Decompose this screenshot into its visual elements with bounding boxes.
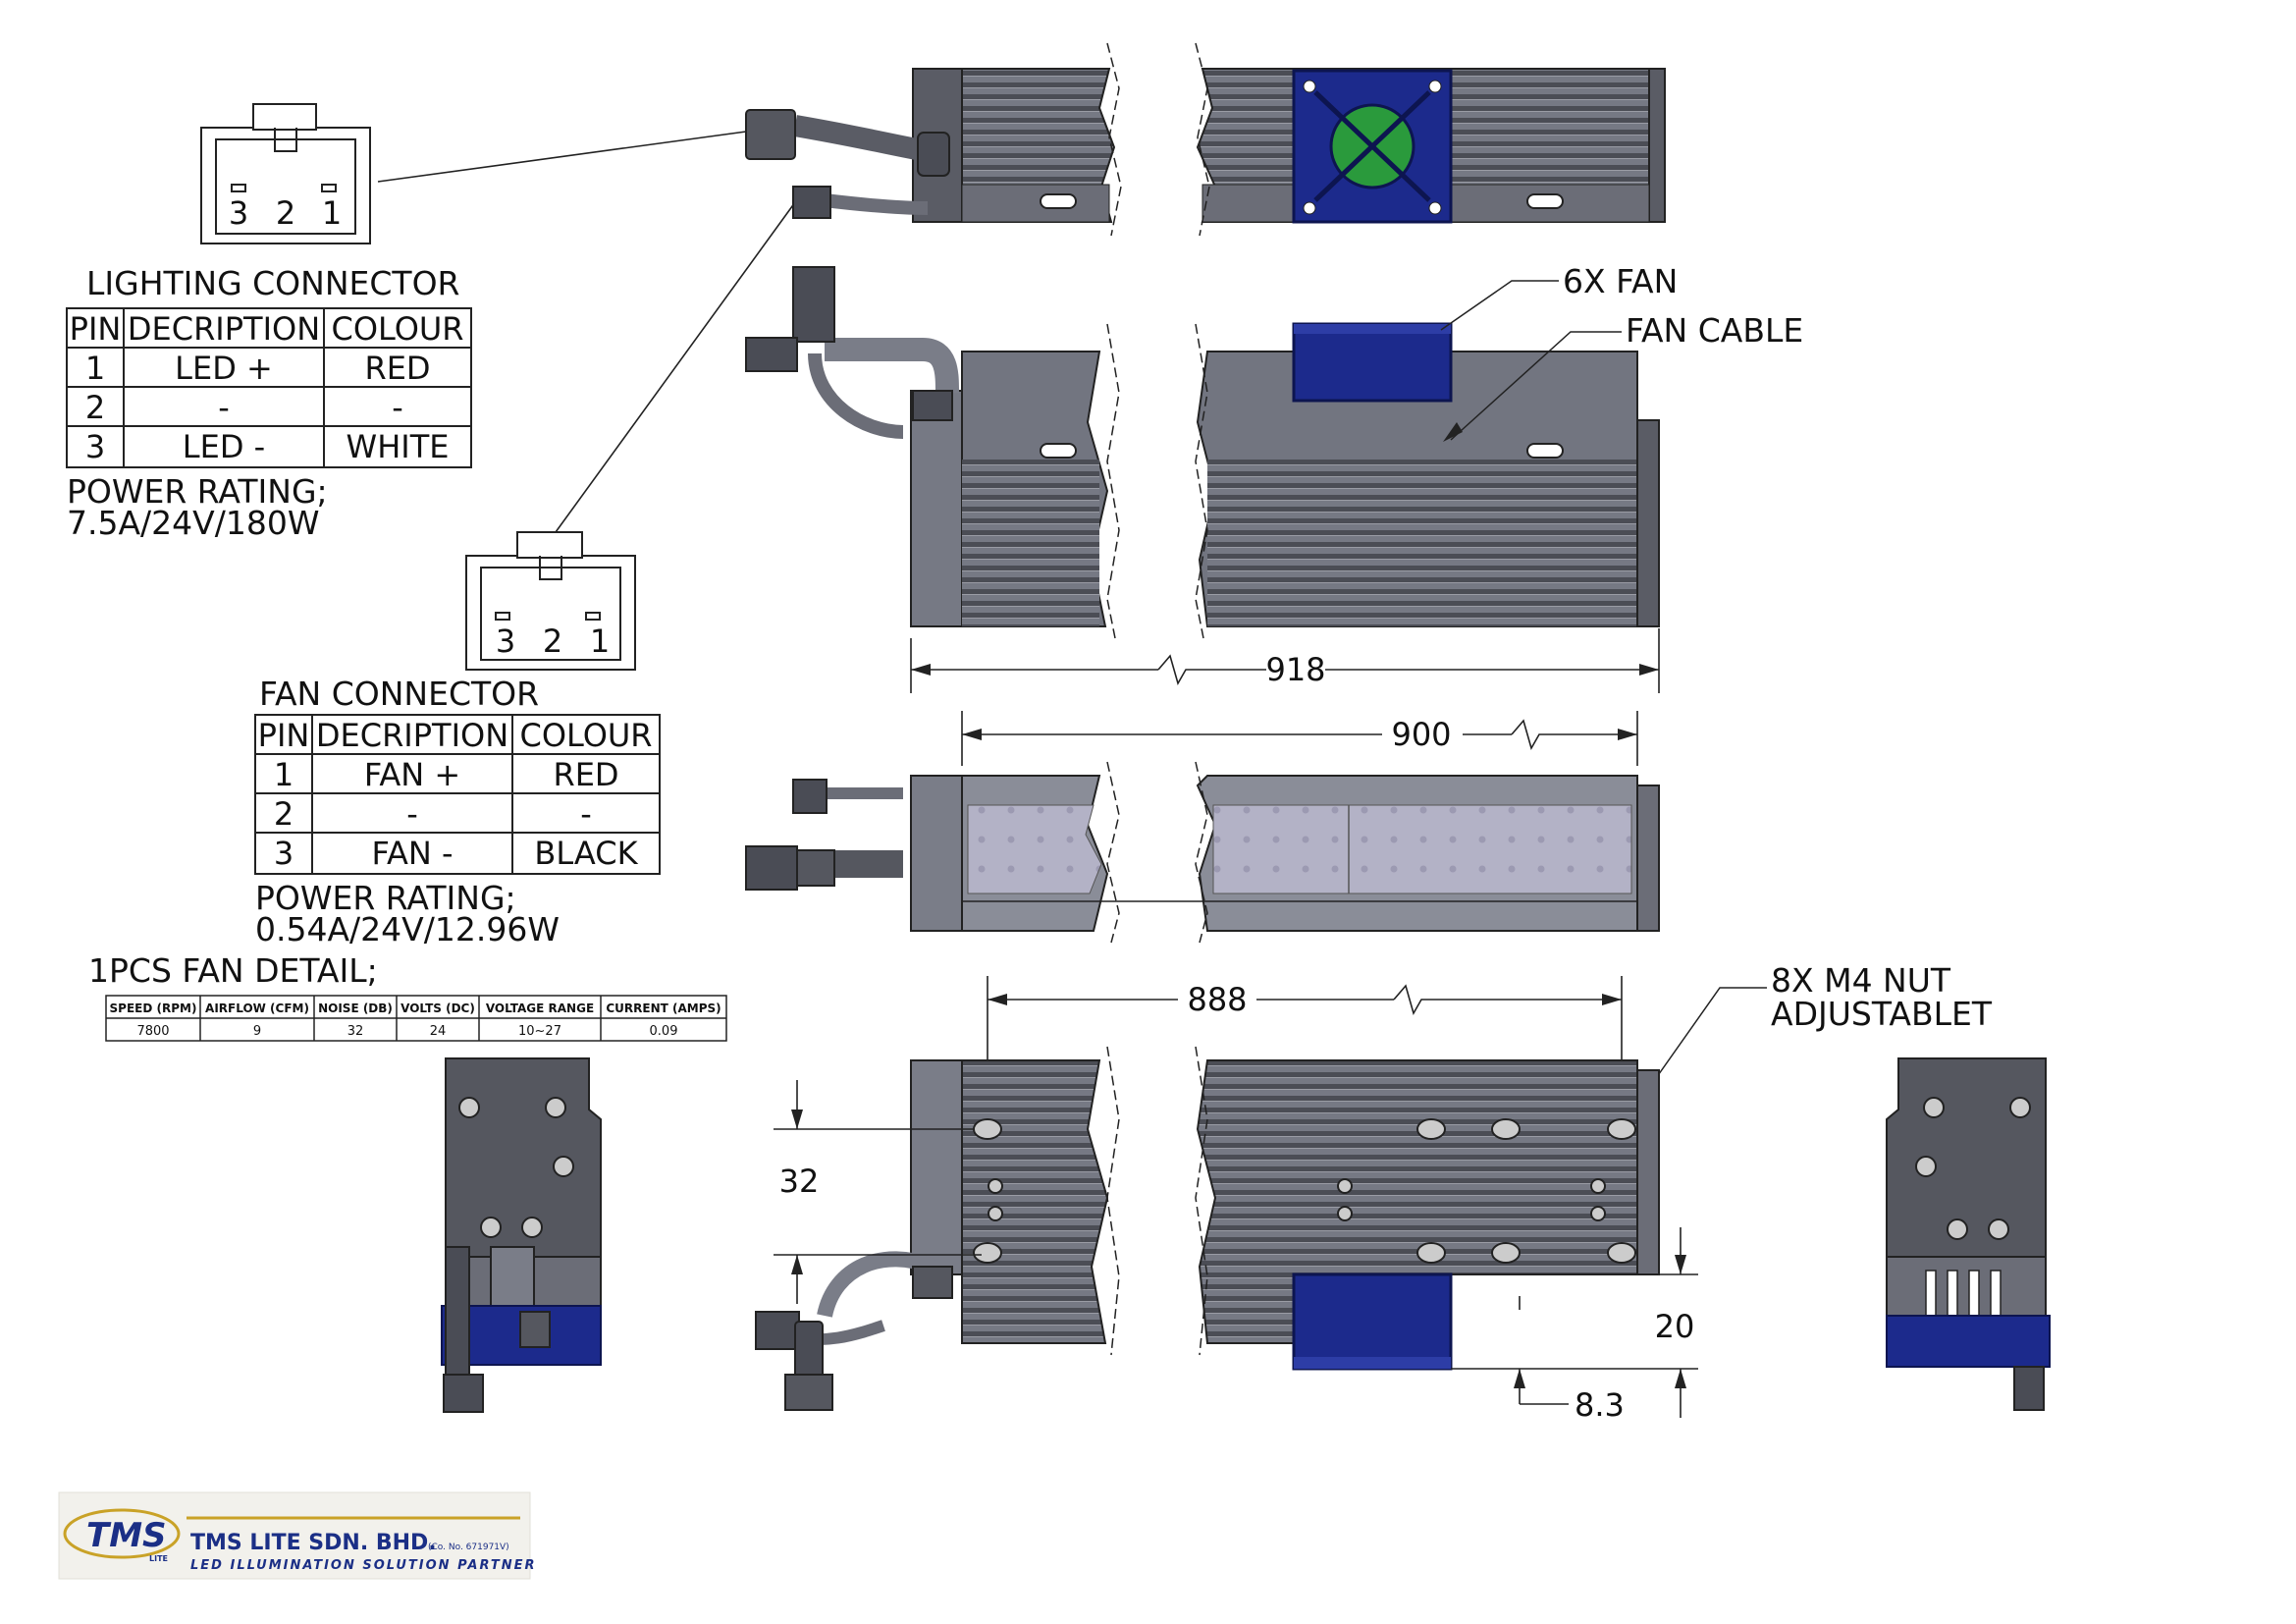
dimension-32 (774, 1080, 982, 1304)
lighting-pin-label: 1 (322, 194, 342, 232)
logo-mark: TMS (86, 1516, 167, 1555)
fan-leader-line (555, 201, 796, 533)
dimension-918 (910, 628, 1660, 693)
dimension-888-label: 888 (1187, 981, 1247, 1018)
fan-cell: RED (553, 756, 618, 793)
nut-callout-line1: 8X M4 NUT (1771, 961, 1951, 1000)
logo-mark-sub: LITE (149, 1554, 168, 1563)
fan-detail-header: VOLTAGE RANGE (486, 1001, 594, 1015)
fan-detail-title: 1PCS FAN DETAIL; (88, 951, 378, 990)
fan-detail-header: CURRENT (AMPS) (606, 1001, 721, 1015)
fan-cable-arrowhead (1443, 422, 1463, 442)
fan-header-description: DECRIPTION (316, 717, 508, 754)
lighting-cell: 2 (85, 389, 105, 426)
fan-detail-value: 10~27 (518, 1024, 561, 1039)
fan-detail-value: 0.09 (650, 1024, 678, 1039)
fan-power-value: 0.54A/24V/12.96W (255, 910, 560, 948)
dimension-900-label: 900 (1391, 716, 1451, 753)
fan-connector-table (254, 714, 661, 875)
fan-cell: FAN - (371, 835, 453, 872)
dimension-20 (1451, 1227, 1698, 1418)
fan-cell: FAN + (364, 756, 460, 793)
nut-callout-line2: ADJUSTABLET (1771, 995, 1993, 1033)
bottom-view (755, 1046, 1660, 1411)
lighting-header-pin: PIN (70, 310, 122, 348)
end-view-right (1886, 1057, 2051, 1411)
fan-pin-label: 3 (496, 623, 515, 660)
fan-cable-callout: FAN CABLE (1626, 311, 1803, 350)
lighting-leader-line (377, 131, 747, 183)
fan-cell: 2 (274, 795, 294, 833)
lighting-cell: - (218, 389, 230, 426)
fan-header-colour: COLOUR (519, 717, 652, 754)
top-view (745, 42, 1666, 237)
lighting-cell: 3 (85, 428, 105, 465)
fan-detail-value: 9 (253, 1024, 261, 1039)
logo-reg: (Co. No. 671971V) (428, 1543, 509, 1552)
led-face-view (745, 761, 1660, 944)
lighting-cell: WHITE (347, 428, 450, 465)
lighting-connector-symbol: 3 2 1 (200, 103, 371, 244)
lighting-cell: LED + (175, 350, 273, 387)
fan-callout-leader (1440, 280, 1559, 331)
lighting-cell: RED (364, 350, 430, 387)
fan-connector-symbol: 3 2 1 (465, 531, 636, 671)
dimension-20-label: 20 (1655, 1308, 1695, 1345)
dimension-32-label: 32 (779, 1163, 820, 1200)
fan-power-label: POWER RATING; (255, 879, 516, 917)
lighting-power-label: POWER RATING; (67, 472, 328, 511)
lighting-connector-table (66, 307, 472, 468)
fan-detail-table (105, 995, 727, 1042)
fan-cell: BLACK (534, 835, 638, 872)
lighting-connector-title: LIGHTING CONNECTOR (86, 264, 459, 302)
company-logo: TMS LITE TMS LITE SDN. BHD. (Co. No. 671… (58, 1491, 537, 1580)
fan-cell: 1 (274, 756, 294, 793)
logo-company: TMS LITE SDN. BHD. (190, 1531, 437, 1555)
dimension-918-label: 918 (1265, 651, 1325, 688)
end-view-left (441, 1057, 602, 1413)
fan-cell: 3 (274, 835, 294, 872)
lighting-header-description: DECRIPTION (128, 310, 320, 348)
fan-cell: - (580, 795, 592, 833)
fan-detail-header: SPEED (RPM) (110, 1001, 197, 1015)
dimension-900 (961, 711, 1638, 766)
fan-detail-header: VOLTS (DC) (400, 1001, 475, 1015)
fan-cable-callout-leader (1450, 331, 1622, 441)
fan-detail-value: 32 (347, 1024, 364, 1039)
dimension-8-3 (1514, 1296, 1569, 1405)
lighting-pin-label: 3 (229, 194, 248, 232)
fan-pin-label: 1 (590, 623, 610, 660)
fan-header-pin: PIN (258, 717, 310, 754)
logo-tagline: LED ILLUMINATION SOLUTION PARTNER (190, 1558, 537, 1573)
fan-callout: 6X FAN (1563, 262, 1678, 300)
fan-detail-value: 24 (430, 1024, 447, 1039)
lighting-cell: 1 (85, 350, 105, 387)
lighting-cell: - (392, 389, 403, 426)
front-view (745, 266, 1660, 639)
fan-detail-header: NOISE (DB) (318, 1001, 393, 1015)
fan-detail-value: 7800 (136, 1024, 169, 1039)
fan-pin-label: 2 (543, 623, 562, 660)
lighting-pin-label: 2 (276, 194, 295, 232)
lighting-power-value: 7.5A/24V/180W (67, 504, 319, 542)
fan-detail-header: AIRFLOW (CFM) (205, 1001, 309, 1015)
fan-cell: - (406, 795, 418, 833)
dimension-8-3-label: 8.3 (1575, 1386, 1625, 1424)
lighting-header-colour: COLOUR (331, 310, 463, 348)
lighting-cell: LED - (183, 428, 265, 465)
fan-connector-title: FAN CONNECTOR (259, 675, 539, 713)
